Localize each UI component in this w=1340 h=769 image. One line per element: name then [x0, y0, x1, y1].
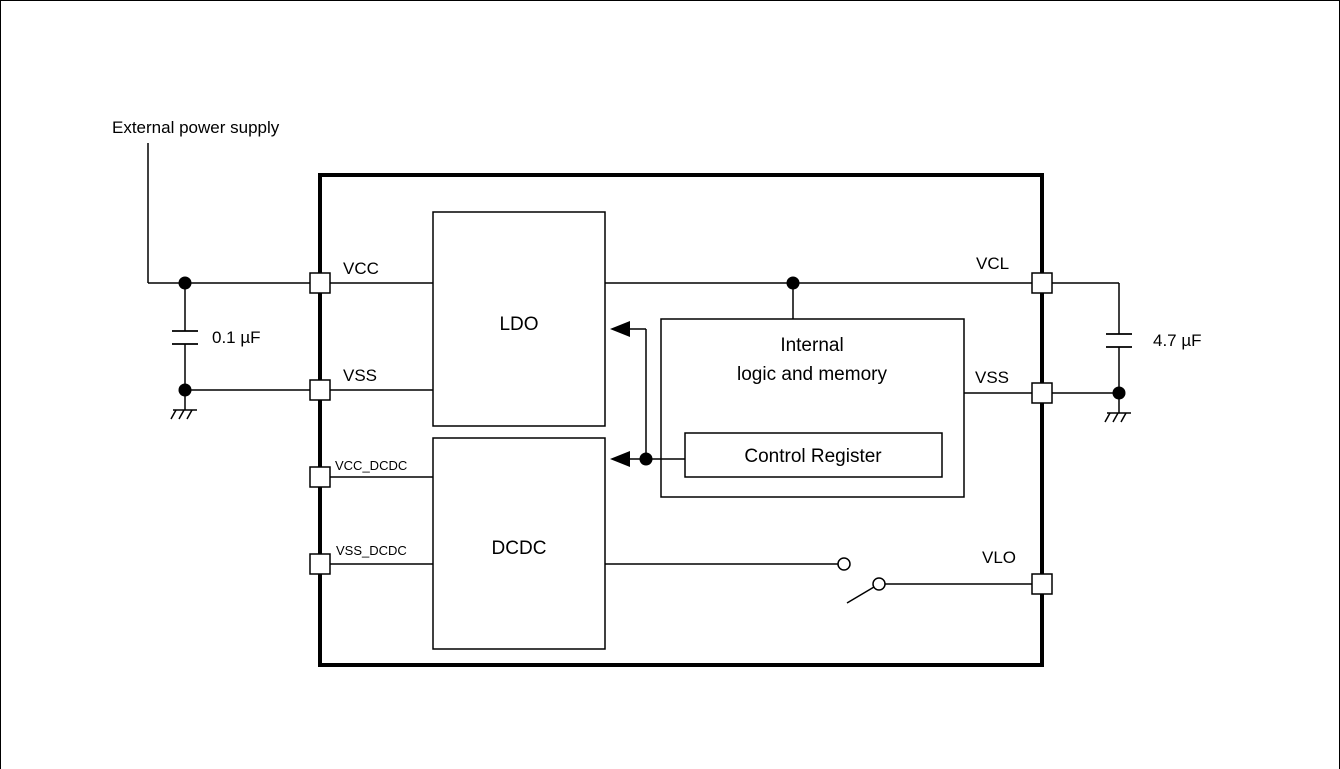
pin-vss-dcdc-label: VSS_DCDC: [336, 543, 407, 558]
pin-vcc: [309, 272, 331, 294]
internal-logic-label-line2: logic and memory: [737, 364, 887, 385]
pin-vss-right-label: VSS: [975, 368, 1009, 387]
output-capacitor: [1106, 333, 1132, 348]
ground-right-icon: [1104, 412, 1131, 423]
switch-contact: [872, 577, 886, 591]
pin-vlo: [1031, 573, 1053, 595]
pin-vss-left: [309, 379, 331, 401]
pin-vcc-label: VCC: [343, 259, 379, 278]
pin-vss-left-label: VSS: [343, 366, 377, 385]
external-supply-label: External power supply: [112, 118, 280, 137]
control-signal-lines: [630, 328, 685, 460]
pin-vcl: [1031, 272, 1053, 294]
input-capacitor: [172, 330, 198, 345]
control-register-label: Control Register: [744, 446, 882, 467]
pin-vcl-label: VCL: [976, 254, 1009, 273]
ground-left-icon: [170, 409, 197, 420]
pin-vss-dcdc: [309, 553, 331, 575]
pin-vcc-dcdc-label: VCC_DCDC: [335, 458, 407, 473]
left-rail: [148, 282, 433, 565]
output-capacitor-value: 4.7 µF: [1153, 331, 1202, 350]
right-rail: [1052, 282, 1120, 413]
junction-dot: [786, 276, 800, 290]
arrow-to-ldo-icon: [610, 321, 630, 337]
internal-logic-label-line1: Internal: [780, 335, 843, 356]
pin-vlo-label: VLO: [982, 548, 1016, 567]
junction-dot: [178, 383, 192, 397]
switch-contact: [837, 557, 851, 571]
arrow-to-dcdc-icon: [610, 451, 630, 467]
vcl-rail: [605, 282, 1032, 319]
junction-dot: [639, 452, 653, 466]
switch-lever-icon: [846, 586, 875, 604]
junction-dot: [1112, 386, 1126, 400]
input-capacitor-value: 0.1 µF: [212, 328, 261, 347]
ldo-block: [432, 211, 606, 427]
dcdc-block: [432, 437, 606, 650]
junction-dot: [178, 276, 192, 290]
control-register-block: [684, 432, 943, 478]
pin-vss-right: [1031, 382, 1053, 404]
dcdc-label: DCDC: [492, 538, 547, 559]
chip-outline: [318, 173, 1044, 667]
ldo-label: LDO: [499, 314, 538, 335]
pin-vcc-dcdc: [309, 466, 331, 488]
